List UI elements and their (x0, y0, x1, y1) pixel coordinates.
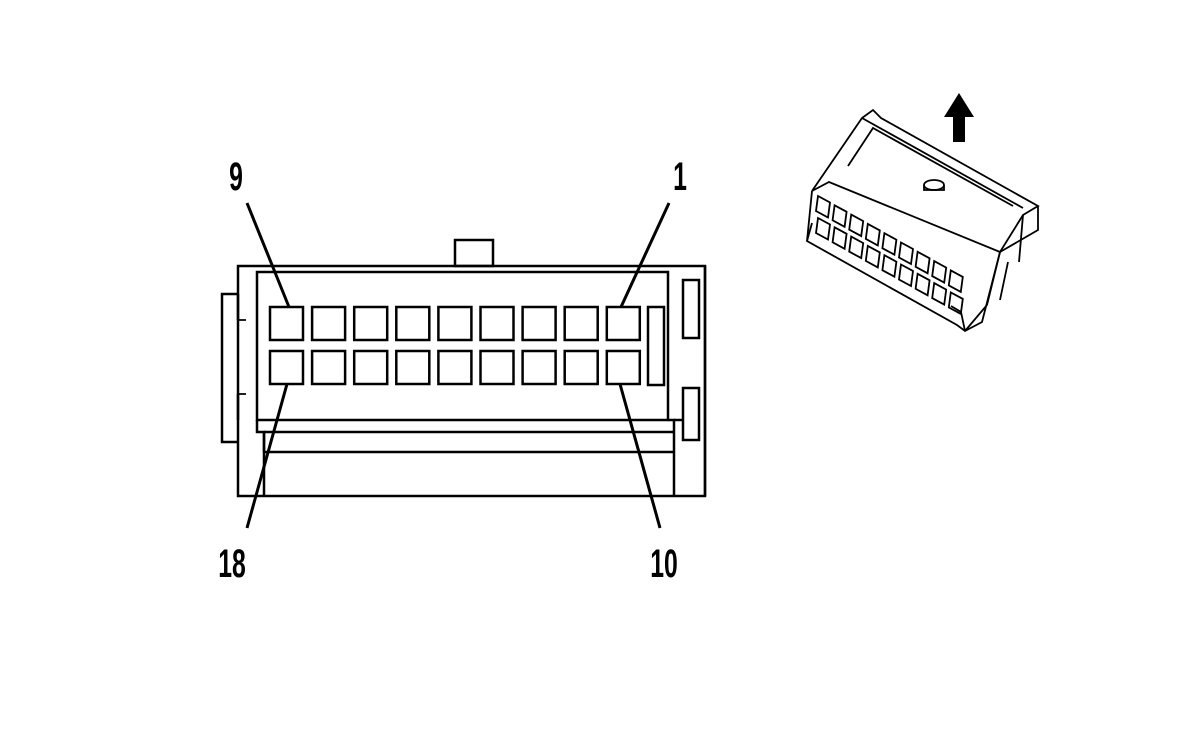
pin-cavities (268, 305, 642, 386)
isometric-cavity (831, 203, 848, 229)
isometric-cavity (815, 194, 831, 219)
pin-label-10: 10 (650, 542, 678, 586)
pin-cavity-17 (310, 349, 347, 386)
isometric-cavity (831, 225, 848, 251)
pin-cavity-14 (437, 349, 473, 386)
leader-line-9 (245, 202, 291, 308)
callout-leaders (245, 202, 671, 529)
isometric-cavity (947, 290, 964, 316)
pin-cavity-13 (479, 349, 515, 386)
isometric-cavity (914, 272, 931, 297)
leader-line-10 (618, 383, 662, 529)
pin-cavity-1 (605, 305, 642, 342)
pin-cavity-8 (310, 305, 347, 342)
isometric-cavity (914, 250, 931, 275)
pin-cavity-3 (521, 305, 557, 342)
pin-cavity-12 (521, 349, 557, 386)
arrow-up-icon (944, 93, 974, 142)
connector-latch (453, 238, 495, 268)
isometric-cavity (881, 231, 898, 257)
leader-line-1 (619, 202, 671, 308)
pin-label-1: 1 (673, 155, 687, 199)
pin-label-18: 18 (218, 542, 246, 586)
pin-cavity-18 (268, 349, 305, 386)
connector-right-lock (668, 266, 707, 496)
pin-cavity-15 (395, 349, 431, 386)
isometric-cavity (898, 263, 914, 288)
pin-cavity-6 (395, 305, 431, 342)
connector-front-view (220, 238, 707, 498)
pin-cavity-5 (437, 305, 473, 342)
isometric-cavity (864, 222, 881, 247)
isometric-cavity (848, 213, 865, 238)
pin-cavity-9 (268, 305, 305, 342)
connector-bottom-rail (262, 430, 674, 454)
isometric-cavity (848, 235, 865, 260)
pin-label-9: 9 (229, 155, 243, 199)
pin-cavity-16 (352, 349, 389, 386)
pin-cavity-2 (563, 305, 599, 342)
connector-isometric-icon (806, 108, 1040, 333)
connector-face (255, 270, 670, 422)
isometric-cavity (815, 216, 831, 241)
isometric-cavity (881, 253, 898, 279)
pin-cavity-4 (479, 305, 515, 342)
isometric-cavity (898, 241, 914, 266)
connector-key-slot (646, 305, 666, 387)
pin-cavity-11 (563, 349, 599, 386)
isometric-cavity (947, 268, 964, 294)
pin-cavity-7 (352, 305, 389, 342)
isometric-cavities (815, 194, 964, 316)
leader-line-18 (245, 383, 289, 529)
isometric-cavity (931, 259, 948, 285)
isometric-cavity (931, 281, 948, 307)
isometric-cavity (864, 244, 881, 269)
pin-cavity-10 (605, 349, 642, 386)
